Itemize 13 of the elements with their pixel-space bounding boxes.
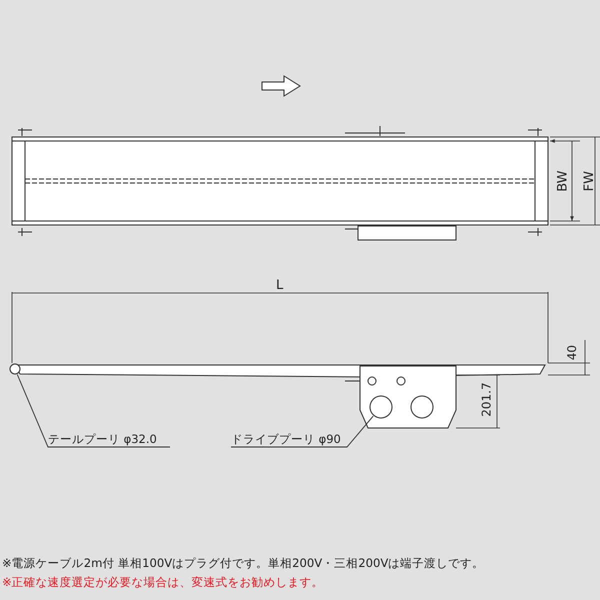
warning-note: ※正確な速度選定が必要な場合は、変速式をお勧めします。 [2, 576, 324, 589]
pulley-circle [369, 395, 393, 419]
leader-line [16, 374, 170, 448]
dimension-label: FW [583, 170, 598, 192]
dimension-label: 40 [566, 344, 580, 360]
note-text: ※電源ケーブル2m付 単相100Vはプラグ付です。単相200V・三相200Vは端子渡しです。 [2, 557, 484, 570]
part-label: テールプーリ φ32.0 [48, 432, 170, 447]
part-label: ドライブプーリ φ90 [231, 432, 347, 447]
pulley-circle [9, 363, 21, 375]
dimension-label: BW [556, 170, 571, 192]
dimension-label: L [276, 279, 284, 294]
dimension-label: 201.7 [480, 382, 494, 417]
leader-line [230, 416, 374, 448]
